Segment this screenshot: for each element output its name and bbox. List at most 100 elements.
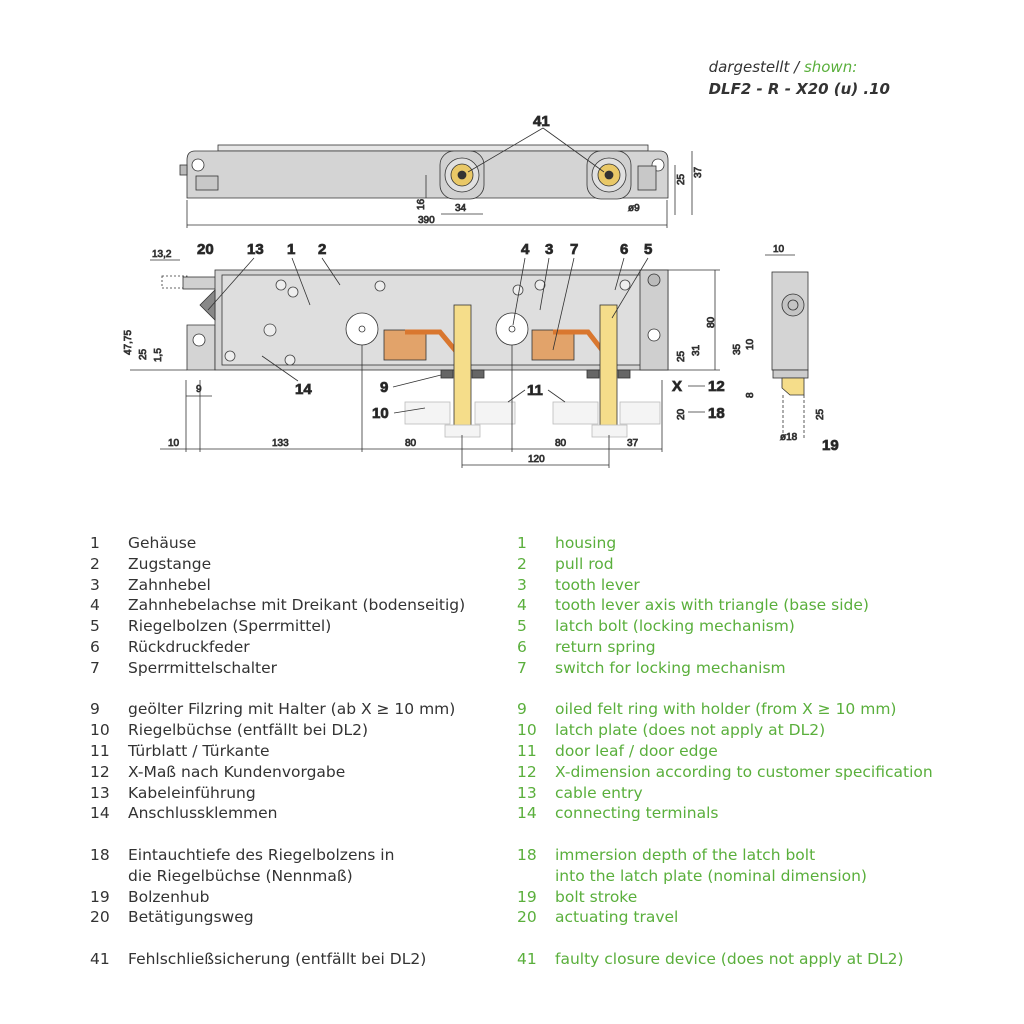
dim-1-5: 1,5 (153, 348, 164, 362)
dim-20: 20 (676, 408, 687, 420)
legend-number: 10 (90, 721, 110, 740)
legend-spacer (90, 928, 465, 949)
legend-number: 5 (517, 617, 527, 636)
legend-text-en: latch bolt (locking mechanism) (555, 617, 795, 636)
legend-number: 11 (90, 741, 110, 760)
legend-text-en: connecting terminals (555, 804, 719, 823)
legend-number: 1 (517, 534, 527, 552)
legend-text-en: pull rod (555, 554, 614, 573)
dim-80-height: 80 (706, 316, 717, 328)
switch-left (383, 329, 427, 361)
callout-9: 9 (380, 379, 388, 396)
callout-20: 20 (197, 241, 214, 258)
legend-text-de: Kabeleinführung (128, 783, 256, 802)
side-dim-25: 25 (815, 408, 826, 420)
legend-text-de: geölter Filzring mit Halter (ab X ≥ 10 m… (128, 700, 456, 719)
dim-top-16: 16 (416, 198, 427, 210)
dim-10: 10 (168, 438, 180, 449)
callout-x: X (672, 378, 682, 395)
legend-item: 1 housing (517, 533, 933, 554)
legend-text-de: Türblatt / Türkante (128, 741, 270, 760)
cable-entry (199, 289, 216, 321)
callout-11: 11 (527, 382, 543, 399)
legend-text-de: Gehäuse (128, 534, 197, 552)
legend-text-en: tooth lever (555, 575, 640, 594)
legend-text-en: housing (555, 534, 617, 552)
dim-25-left: 25 (138, 348, 149, 360)
legend-number: 4 (517, 596, 527, 615)
legend-spacer (90, 679, 465, 700)
callout-19: 19 (822, 437, 839, 454)
legend-text-de: Riegelbolzen (Sperrmittel) (128, 617, 332, 636)
dim-47-75: 47,75 (123, 330, 134, 355)
legend-text-de: Anschlussklemmen (128, 804, 278, 823)
switch-right (531, 329, 575, 361)
dim-133: 133 (272, 438, 289, 449)
dim-120: 120 (528, 454, 545, 465)
legend-text-en: return spring (555, 637, 656, 656)
side-dim-d18: ø18 (780, 432, 798, 443)
callout-6: 6 (620, 241, 628, 258)
legend-spacer (517, 679, 933, 700)
faulty-closure-device-right (586, 150, 632, 200)
legend-number: 41 (90, 949, 110, 968)
wheel-right (495, 312, 529, 346)
legend-text-en: tooth lever axis with triangle (base sid… (555, 596, 869, 615)
legend-text-en: latch plate (does not apply at DL2) (555, 721, 826, 740)
legend-text-en: bolt stroke (555, 887, 638, 906)
callout-7: 7 (570, 241, 578, 258)
callout-3: 3 (545, 241, 553, 258)
callout-14: 14 (295, 381, 312, 398)
legend-text-en: X-dimension according to customer specif… (555, 762, 933, 781)
legend-spacer (90, 824, 465, 845)
dim-top-34: 34 (455, 203, 467, 214)
dim-top-37: 37 (693, 166, 704, 178)
legend-spacer (517, 824, 933, 845)
callout-13: 13 (247, 241, 264, 258)
legend-text-de: Betätigungsweg (128, 908, 254, 927)
side-view: 10 35 10 8 25 ø18 19 (732, 244, 839, 455)
legend-number: 7 (517, 658, 527, 677)
legend-number: 9 (90, 700, 100, 719)
legend-item: 12 X-dimension according to customer spec… (517, 762, 933, 783)
legend-text-de: Eintauchtiefe des Riegelbolzens in die R… (128, 845, 395, 885)
legend-number: 6 (90, 637, 100, 656)
dim-31: 31 (691, 344, 702, 356)
front-view: 20 13 1 2 4 3 7 6 5 14 9 10 11 X 12 18 1… (123, 241, 725, 468)
legend-text-en: switch for locking mechanism (555, 658, 786, 677)
legend-text-en: immersion depth of the latch bolt into t… (555, 845, 867, 885)
side-dim-10: 10 (773, 244, 785, 255)
legend-spacer (517, 928, 933, 949)
callout-2: 2 (318, 241, 326, 258)
legend-text-en: oiled felt ring with holder (from X ≥ 10… (555, 700, 897, 719)
legend-number: 11 (517, 741, 537, 760)
callout-5: 5 (644, 241, 652, 258)
legend-number: 13 (517, 783, 537, 802)
legend-number: 12 (517, 762, 537, 781)
legend-text-de: Fehlschließsicherung (entfällt bei DL2) (128, 949, 427, 968)
model-code: DLF2 - R - X20 (u) .10 (708, 80, 890, 98)
callout-4: 4 (521, 241, 530, 258)
dim-80-b: 80 (555, 438, 567, 449)
dim-top-25: 25 (676, 173, 687, 185)
legend-text-en: actuating travel (555, 908, 679, 927)
callout-41: 41 (533, 113, 550, 130)
